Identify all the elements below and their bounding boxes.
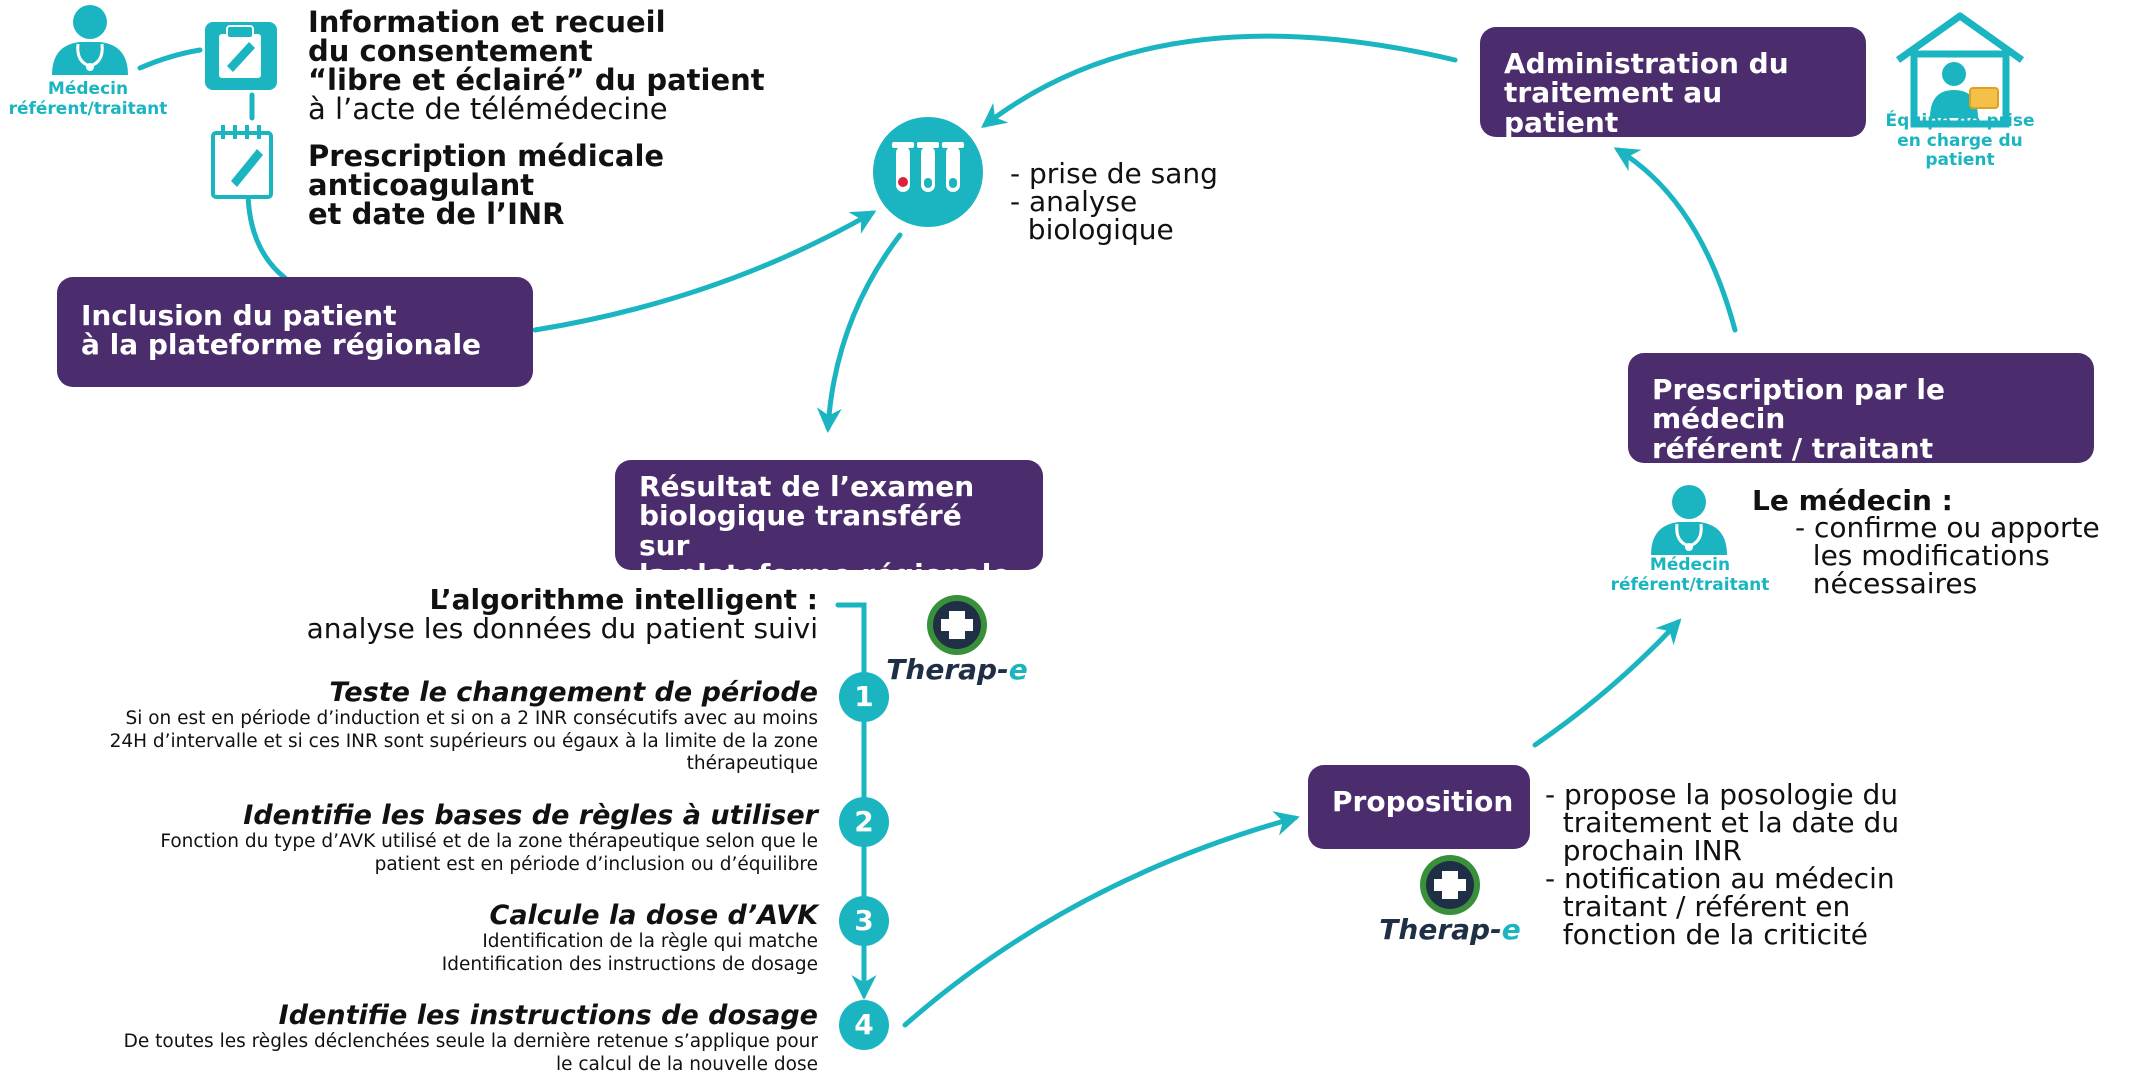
doctor-statement-body: - confirme ou apporte les modifications … — [1795, 511, 2100, 600]
step-1: Teste le changement de période Si on est… — [110, 677, 818, 776]
result-box: Résultat de l’examen biologique transfér… — [615, 460, 1043, 589]
step-2-badge: 2 — [839, 797, 889, 847]
algorithm-timeline — [835, 602, 877, 1000]
blood-test-text: - prise de sang - analyse biologique — [1010, 157, 1218, 246]
prescription-text: Prescription médicale anticoagulant et d… — [308, 142, 664, 229]
therap-e-suffix: e — [1501, 913, 1521, 946]
algorithm-title: L’algorithme intelligent : — [429, 583, 818, 616]
prescription-box: Prescription par le médecin référent / t… — [1628, 353, 2094, 463]
house-patient-icon — [1895, 12, 2025, 128]
care-team-label: Équipe de prise en charge du patient — [1885, 111, 2035, 171]
consent-text: Information et recueil du consentement “… — [308, 8, 765, 124]
therap-e-wordmark: Therap-e — [1370, 913, 1530, 946]
therap-e-logo-bottom: Therap-e — [1370, 855, 1530, 955]
step-4-title: Identifie les instructions de dosage — [278, 1000, 818, 1031]
arrow-administration-to-test — [981, 33, 1458, 129]
step-1-body: Si on est en période d’induction et si o… — [109, 708, 818, 775]
prescription-line-3: et date de l’INR — [308, 197, 565, 231]
connector-prescription-inclusion — [245, 192, 288, 281]
therap-e-wordmark: Therap-e — [877, 653, 1037, 686]
inclusion-box: Inclusion du patient à la plateforme rég… — [57, 277, 533, 387]
step-4-body: De toutes les règles déclenchées seule l… — [123, 1031, 818, 1075]
step-1-title: Teste le changement de période — [329, 677, 818, 708]
step-4: Identifie les instructions de dosage De … — [124, 1000, 818, 1076]
test-tubes-icon — [873, 117, 983, 227]
step-4-badge: 4 — [839, 1000, 889, 1050]
arrow-proposition-to-doctor — [1532, 618, 1682, 748]
therap-e-logo-top: Therap-e — [877, 595, 1037, 695]
notepad-icon — [211, 125, 273, 199]
step-2: Identifie les bases de règles à utiliser… — [160, 800, 818, 876]
consent-line-1: Information et recueil — [308, 5, 666, 39]
therap-e-cross-icon — [1420, 855, 1480, 915]
therap-e-cross-icon — [927, 595, 987, 655]
administration-box: Administration du traitement au patient — [1480, 27, 1866, 137]
proposition-text: - propose la posologie du traitement et … — [1545, 778, 1900, 951]
arrow-prescription-to-administration — [1613, 147, 1738, 333]
connector-doctor-consent — [137, 47, 203, 71]
step-3-title: Calcule la dose d’AVK — [489, 900, 818, 931]
prescription-line-1: Prescription médicale — [308, 139, 665, 173]
step-2-title: Identifie les bases de règles à utiliser — [243, 800, 818, 831]
arrow-inclusion-to-test — [532, 210, 877, 333]
step-3-body: Identification de la règle qui matche Id… — [441, 931, 818, 975]
therap-e-suffix: e — [1008, 653, 1028, 686]
arrow-step4-to-proposition — [902, 811, 1300, 1028]
consent-line-4: à l’acte de télémédecine — [308, 92, 668, 126]
arrow-test-to-result — [816, 232, 903, 433]
therap-e-name: Therap- — [886, 653, 1009, 686]
step-3-badge: 3 — [839, 896, 889, 946]
doctor-right-label: Médecin référent/traitant — [1610, 555, 1770, 595]
consent-line-2: du consentement — [308, 34, 593, 68]
doctor-right-icon — [1651, 485, 1727, 555]
step-2-body: Fonction du type d’AVK utilisé et de la … — [160, 831, 818, 875]
doctor-statement-title: Le médecin : — [1752, 484, 1953, 517]
therap-e-name: Therap- — [1379, 913, 1502, 946]
step-1-badge: 1 — [839, 672, 889, 722]
doctor-icon — [52, 5, 128, 75]
doctor-top-label: Médecin référent/traitant — [8, 79, 168, 119]
prescription-line-2: anticoagulant — [308, 168, 535, 202]
algorithm-subtitle: analyse les données du patient suivi — [306, 612, 818, 646]
clipboard-icon — [205, 22, 277, 90]
consent-line-3: “libre et éclairé” du patient — [308, 63, 765, 97]
step-3: Calcule la dose d’AVK Identification de … — [442, 900, 818, 976]
proposition-box: Proposition — [1308, 765, 1530, 849]
algorithm-header: L’algorithme intelligent : analyse les d… — [307, 585, 818, 644]
